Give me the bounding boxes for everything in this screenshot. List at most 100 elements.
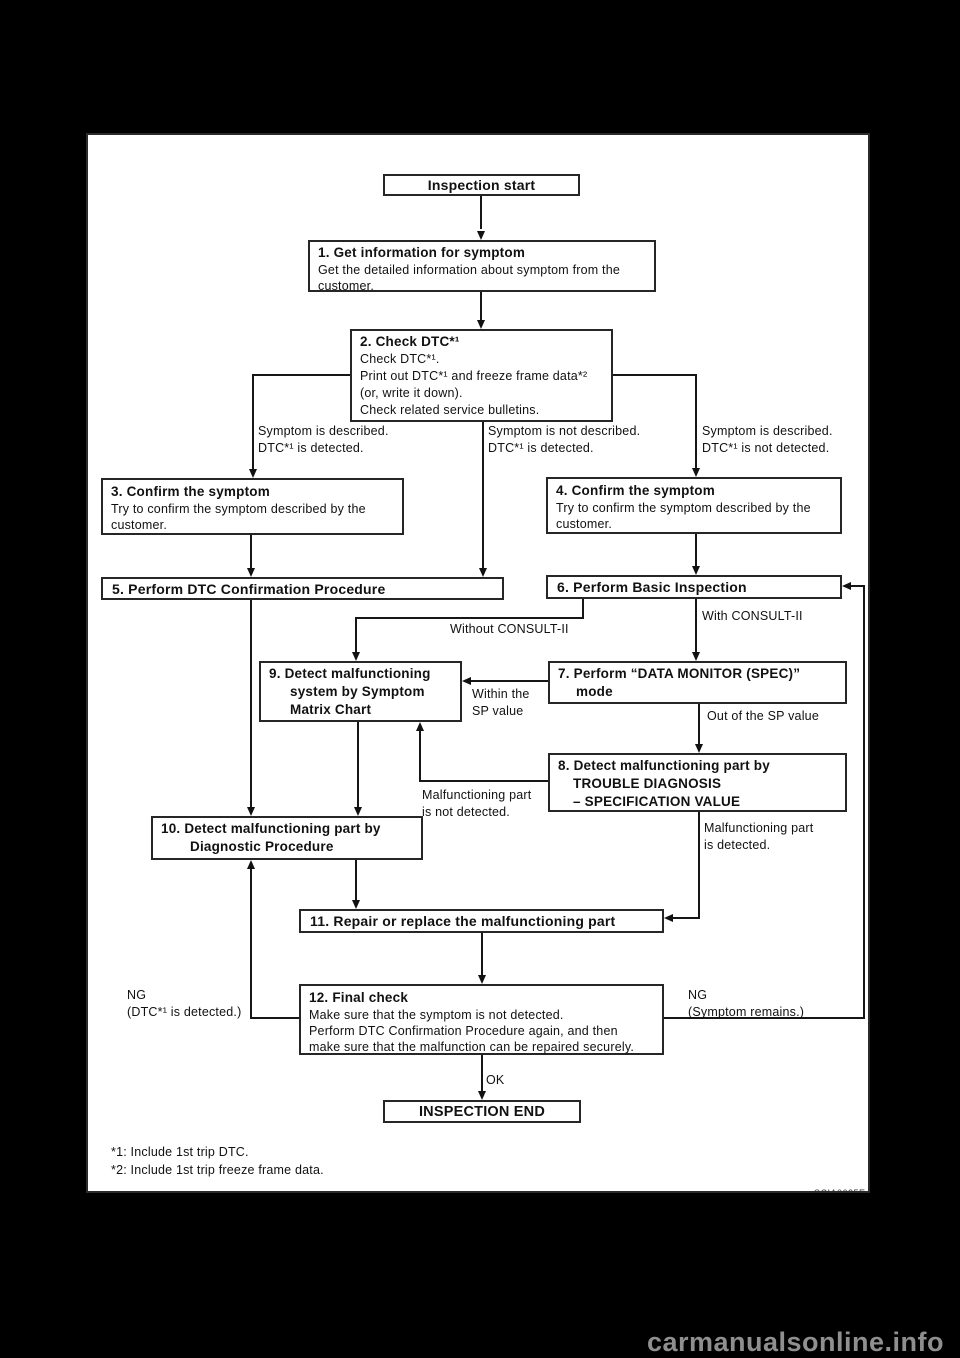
arrowhead-down-icon [477, 231, 485, 240]
connector-12-to-end [481, 1055, 483, 1091]
edge-label-line: DTC*¹ is detected. [488, 441, 594, 455]
footnote-2: *2: Include 1st trip freeze frame data. [111, 1163, 324, 1177]
connector-7-to-9 [471, 680, 548, 682]
box-title: 11. Repair or replace the malfunctioning… [310, 913, 616, 929]
connector-to-9 [355, 617, 357, 653]
flowchart-figure-frame: Inspection start 1. Get information for … [86, 133, 870, 1193]
connector-ng-right-stub [851, 585, 865, 587]
arrowhead-down-icon [478, 1091, 486, 1100]
connector-ng-right-vertical [863, 586, 865, 1019]
connector-6-stub [582, 599, 584, 619]
edge-label-out-of-sp: Out of the SP value [707, 709, 819, 723]
box-title: 9. Detect malfunctioning [269, 666, 431, 681]
box-title: 12. Final check [309, 990, 409, 1005]
arrowhead-left-icon [664, 914, 673, 922]
arrowhead-down-icon [354, 807, 362, 816]
box-title: system by Symptom [290, 684, 425, 699]
box-title: Inspection start [427, 177, 536, 193]
arrowhead-down-icon [695, 744, 703, 753]
box-title: 8. Detect malfunctioning part by [558, 758, 770, 773]
connector-3-to-5 [250, 535, 252, 569]
connector-without-consult [355, 617, 584, 619]
box-text-line: customer. [318, 279, 374, 293]
edge-label-line: DTC*¹ is detected. [258, 441, 364, 455]
edge-label-ng-dtc-detected: NG (DTC*¹ is detected.) [127, 987, 241, 1021]
box-title: 4. Confirm the symptom [556, 483, 715, 498]
edge-label-line: DTC*¹ is not detected. [702, 441, 830, 455]
connector-ng-left-horizontal [250, 1017, 299, 1019]
connector-2-branch-right [613, 374, 697, 376]
box-title: Matrix Chart [290, 702, 372, 717]
arrowhead-down-icon [352, 900, 360, 909]
arrowhead-left-icon [462, 677, 471, 685]
flow-box-5-dtc-confirmation: 5. Perform DTC Confirmation Procedure [101, 577, 504, 600]
flow-box-2-check-dtc: 2. Check DTC*¹ Check DTC*¹. Print out DT… [350, 329, 613, 422]
arrowhead-down-icon [479, 568, 487, 577]
edge-label-line: Malfunctioning part [422, 788, 532, 802]
connector-2-to-5 [482, 422, 484, 568]
box-title: – SPECIFICATION VALUE [573, 794, 741, 809]
connector-8-to-9 [419, 780, 548, 782]
box-title: TROUBLE DIAGNOSIS [573, 776, 722, 791]
flow-box-3-confirm-symptom: 3. Confirm the symptom Try to confirm th… [101, 478, 404, 535]
flow-box-inspection-start: Inspection start [383, 174, 580, 196]
box-title: 6. Perform Basic Inspection [557, 579, 747, 595]
arrowhead-down-icon [692, 652, 700, 661]
box-title: 5. Perform DTC Confirmation Procedure [112, 580, 386, 597]
edge-label-line: Within the [472, 687, 530, 701]
connector-1-to-2 [480, 292, 482, 320]
connector-8-to-11-vertical [698, 812, 700, 919]
flow-box-4-confirm-symptom: 4. Confirm the symptom Try to confirm th… [546, 477, 842, 534]
box-text-line: customer. [111, 518, 167, 532]
box-text-line: (or, write it down). [360, 386, 463, 400]
box-text-line: Check DTC*¹. [360, 352, 440, 366]
box-text-line: customer. [556, 517, 612, 531]
watermark-text: carmanualsonline.info [646, 1327, 944, 1357]
connector-8-to-9-vertical [419, 731, 421, 782]
edge-label-line: is not detected. [422, 805, 510, 819]
edge-label-line: NG [127, 988, 147, 1002]
box-title: 3. Confirm the symptom [111, 484, 270, 499]
arrowhead-down-icon [247, 807, 255, 816]
box-text-line: Perform DTC Confirmation Procedure again… [309, 1024, 618, 1038]
flow-box-9-symptom-matrix: 9. Detect malfunctioning system by Sympt… [259, 661, 462, 722]
edge-label-symptom-not-described-dtc-detected: Symptom is not described. DTC*¹ is detec… [488, 423, 640, 457]
edge-label-ok: OK [486, 1073, 505, 1087]
edge-label-line: SP value [472, 704, 524, 718]
connector-9-to-10 [357, 722, 359, 807]
connector-4-to-6 [695, 534, 697, 567]
arrowhead-left-icon [842, 582, 851, 590]
box-text-line: make sure that the malfunction can be re… [309, 1040, 635, 1054]
edge-label-part-not-detected: Malfunctioning part is not detected. [422, 787, 531, 821]
connector-ng-right-horizontal [664, 1017, 865, 1019]
box-text-line: Try to confirm the symptom described by … [111, 502, 366, 516]
connector-left-to-3 [252, 374, 254, 469]
box-title: Diagnostic Procedure [190, 839, 334, 854]
flow-box-8-trouble-diagnosis-spec-value: 8. Detect malfunctioning part by TROUBLE… [548, 753, 847, 812]
edge-label-line: Malfunctioning part [704, 821, 814, 835]
edge-label-symptom-described-dtc-not-detected: Symptom is described. DTC*¹ is not detec… [702, 423, 833, 457]
flow-box-10-diagnostic-procedure: 10. Detect malfunctioning part by Diagno… [151, 816, 423, 860]
connector-ng-left-vertical [250, 869, 252, 1019]
flow-box-11-repair-replace: 11. Repair or replace the malfunctioning… [299, 909, 664, 933]
edge-label-line: NG [688, 988, 708, 1002]
box-title: 2. Check DTC*¹ [360, 334, 460, 349]
flow-box-inspection-end: INSPECTION END [383, 1100, 581, 1123]
box-title: 10. Detect malfunctioning part by [161, 821, 381, 836]
edge-label-line: Symptom is described. [258, 424, 389, 438]
arrowhead-down-icon [247, 568, 255, 577]
footnote-1: *1: Include 1st trip DTC. [111, 1145, 249, 1159]
arrowhead-down-icon [352, 652, 360, 661]
arrowhead-down-icon [692, 468, 700, 477]
box-title: 7. Perform “DATA MONITOR (SPEC)” [558, 666, 801, 681]
connector-11-to-12 [481, 933, 483, 975]
arrowhead-down-icon [249, 469, 257, 478]
edge-label-line: is detected. [704, 838, 771, 852]
figure-reference-code: SCIA0625E [814, 1188, 866, 1193]
connector-start-to-1 [480, 196, 482, 229]
flow-box-6-basic-inspection: 6. Perform Basic Inspection [546, 575, 842, 599]
edge-label-within-sp: Within the SP value [472, 686, 530, 720]
box-title: mode [576, 684, 613, 699]
flow-box-12-final-check: 12. Final check Make sure that the sympt… [299, 984, 664, 1055]
